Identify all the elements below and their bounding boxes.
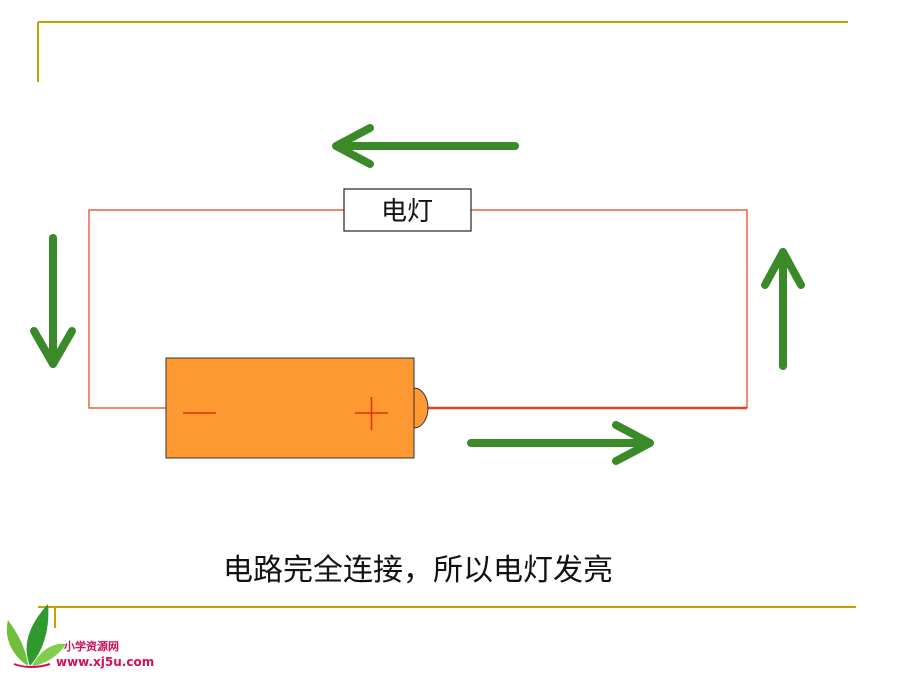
lamp-label: 电灯 [381,197,433,227]
logo-name: 小学资源网 [63,639,119,653]
site-logo: 小学资源网 www.xj5u.com [6,604,154,669]
sprout-leaf-icon [6,604,66,668]
arrow-icon [332,124,519,168]
battery-body [165,357,415,459]
arrow-icon [30,234,76,368]
lamp-box [343,188,472,232]
caption: 电路完全连接，所以电灯发亮 [223,553,613,588]
arrow-icon [467,421,654,465]
arrow-icon [761,248,805,370]
current-arrows [30,124,805,465]
circuit-wires [88,209,748,410]
battery [165,357,429,459]
wire-top-right [471,209,748,408]
logo-url: www.xj5u.com [56,655,154,669]
battery-terminal [413,387,429,429]
lamp: 电灯 [343,188,472,232]
wire-top-left [88,209,344,409]
